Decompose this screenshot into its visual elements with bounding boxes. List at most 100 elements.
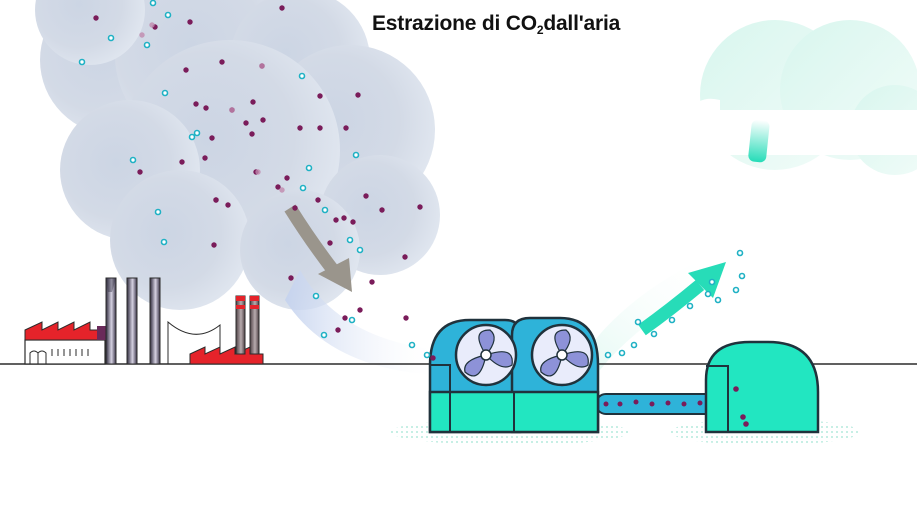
particle xyxy=(78,58,86,66)
particle xyxy=(275,184,281,190)
particle xyxy=(650,330,658,338)
particle xyxy=(179,159,185,165)
title-prefix: Estrazione di CO xyxy=(372,12,537,35)
smoke-cloud xyxy=(35,0,440,375)
particle xyxy=(225,202,231,208)
particle xyxy=(363,193,369,199)
particle xyxy=(346,236,354,244)
particle xyxy=(243,120,249,126)
particle xyxy=(249,131,255,137)
particle xyxy=(149,0,157,7)
particle xyxy=(327,240,333,246)
particle xyxy=(402,254,408,260)
particle xyxy=(299,184,307,192)
particle xyxy=(203,105,209,111)
particle xyxy=(183,67,189,73)
particle xyxy=(430,355,436,361)
particle xyxy=(348,316,356,324)
particle xyxy=(279,5,285,11)
factory-icon xyxy=(24,277,264,365)
particle xyxy=(320,331,328,339)
particle xyxy=(297,125,303,131)
particle xyxy=(137,169,143,175)
particle xyxy=(284,175,290,181)
particle xyxy=(423,351,431,359)
particle xyxy=(160,238,168,246)
particle xyxy=(161,89,169,97)
particle xyxy=(188,133,196,141)
particle xyxy=(279,187,285,193)
clean-air-cloud xyxy=(580,20,917,370)
capture-machine xyxy=(428,316,600,434)
particle xyxy=(604,351,612,359)
particle xyxy=(321,206,329,214)
particle xyxy=(292,205,298,211)
particle xyxy=(379,207,385,213)
arrow-in-icon xyxy=(284,204,352,292)
particle xyxy=(704,290,712,298)
particle xyxy=(209,135,215,141)
particle xyxy=(315,197,321,203)
particle xyxy=(335,327,341,333)
particle xyxy=(288,275,294,281)
particle xyxy=(298,72,306,80)
particle xyxy=(312,292,320,300)
particles xyxy=(78,0,746,361)
particle xyxy=(343,125,349,131)
particle xyxy=(408,341,416,349)
particle xyxy=(317,125,323,131)
particle xyxy=(211,242,217,248)
particle xyxy=(259,63,265,69)
particle xyxy=(356,246,364,254)
particle xyxy=(738,272,746,280)
particle xyxy=(618,349,626,357)
diagram-title: Estrazione di CO2dall'aria xyxy=(372,12,620,42)
particle xyxy=(369,279,375,285)
particle xyxy=(154,208,162,216)
storage-unit-icon xyxy=(704,340,820,434)
particle xyxy=(417,204,423,210)
title-suffix: dall'aria xyxy=(543,12,621,35)
particle xyxy=(668,316,676,324)
particle xyxy=(255,169,261,175)
particle xyxy=(202,155,208,161)
particle xyxy=(317,93,323,99)
particle xyxy=(403,315,409,321)
title-subscript: 2 xyxy=(536,23,544,37)
particle xyxy=(187,19,193,25)
particle xyxy=(193,101,199,107)
particle xyxy=(736,249,744,257)
particle xyxy=(219,59,225,65)
particle xyxy=(260,117,266,123)
particle xyxy=(630,341,638,349)
particle xyxy=(634,318,642,326)
particle xyxy=(164,11,172,19)
particle xyxy=(149,22,155,28)
particle xyxy=(357,307,363,313)
particle xyxy=(250,99,256,105)
particle xyxy=(305,164,313,172)
fan-icon xyxy=(454,323,518,387)
particle xyxy=(350,219,356,225)
chimney-icon xyxy=(105,277,161,365)
particle xyxy=(355,92,361,98)
particle xyxy=(732,286,740,294)
particle xyxy=(708,278,716,286)
particle xyxy=(341,215,347,221)
particle xyxy=(139,32,145,38)
particle xyxy=(229,107,235,113)
particle xyxy=(93,15,99,21)
particle xyxy=(129,156,137,164)
particle xyxy=(714,296,722,304)
fan-icon xyxy=(530,323,594,387)
particle xyxy=(686,302,694,310)
particle xyxy=(213,197,219,203)
particle xyxy=(143,41,151,49)
particle xyxy=(333,217,339,223)
particle xyxy=(342,315,348,321)
particle xyxy=(107,34,115,42)
particle xyxy=(193,129,201,137)
arrow-out-icon xyxy=(638,262,726,336)
particle xyxy=(352,151,360,159)
